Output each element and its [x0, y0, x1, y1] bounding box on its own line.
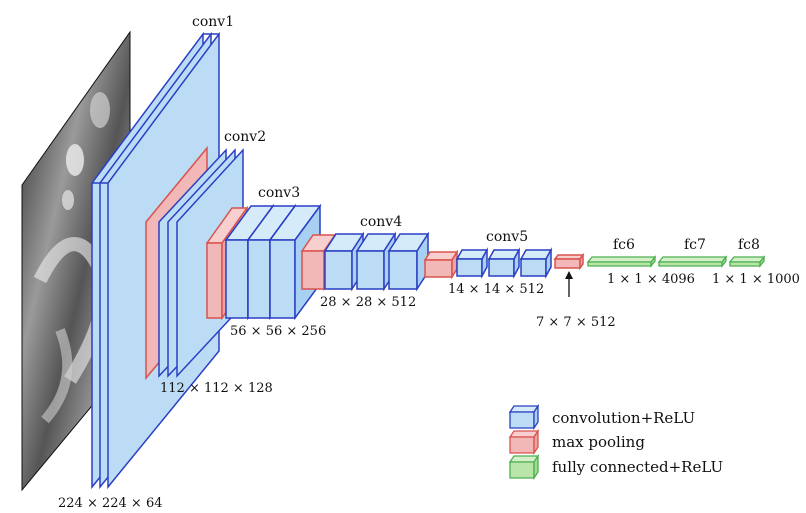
dim-conv3: 56 × 56 × 256 — [230, 324, 326, 339]
pool4-block — [423, 249, 459, 280]
label-conv2: conv2 — [224, 129, 266, 145]
label-conv4: conv4 — [360, 214, 402, 230]
fc7-bar — [657, 255, 728, 268]
legend-conv-label: convolution+ReLU — [552, 409, 695, 427]
conv5-cube-2 — [487, 247, 521, 279]
dim-pool5: 7 × 7 × 512 — [536, 315, 616, 330]
block-conv5 — [455, 247, 553, 279]
conv4-cube-3 — [387, 231, 430, 292]
conv4-cube-1 — [323, 231, 365, 292]
label-conv3: conv3 — [258, 185, 300, 201]
conv5-cube-3 — [519, 247, 553, 279]
dim-conv4: 28 × 28 × 512 — [320, 295, 416, 310]
pool5-block — [553, 252, 585, 271]
label-fc8: fc8 — [738, 237, 760, 253]
block-conv3 — [224, 203, 322, 321]
legend-pool-swatch — [508, 428, 540, 456]
label-conv1: conv1 — [192, 14, 234, 30]
dim-conv5: 14 × 14 × 512 — [448, 282, 544, 297]
legend-pool-label: max pooling — [552, 433, 645, 451]
legend-fc-swatch — [508, 453, 540, 481]
block-conv4 — [323, 231, 430, 292]
label-fc6: fc6 — [613, 237, 635, 253]
legend: convolution+ReLU max pooling fully conne… — [508, 403, 723, 481]
dim-conv1: 224 × 224 × 64 — [58, 496, 162, 511]
fc6-bar — [586, 255, 657, 268]
label-fc7: fc7 — [684, 237, 706, 253]
conv5-cube-1 — [455, 247, 489, 279]
dim-conv2: 112 × 112 × 128 — [160, 381, 273, 396]
legend-fc-label: fully connected+ReLU — [552, 458, 723, 476]
label-conv5: conv5 — [486, 229, 528, 245]
dim-fc6-fc7: 1 × 1 × 4096 — [607, 272, 695, 287]
pool5-arrow — [565, 271, 573, 297]
dim-fc8: 1 × 1 × 1000 — [712, 272, 800, 287]
fc8-bar — [728, 255, 766, 268]
legend-conv-swatch — [508, 403, 540, 431]
